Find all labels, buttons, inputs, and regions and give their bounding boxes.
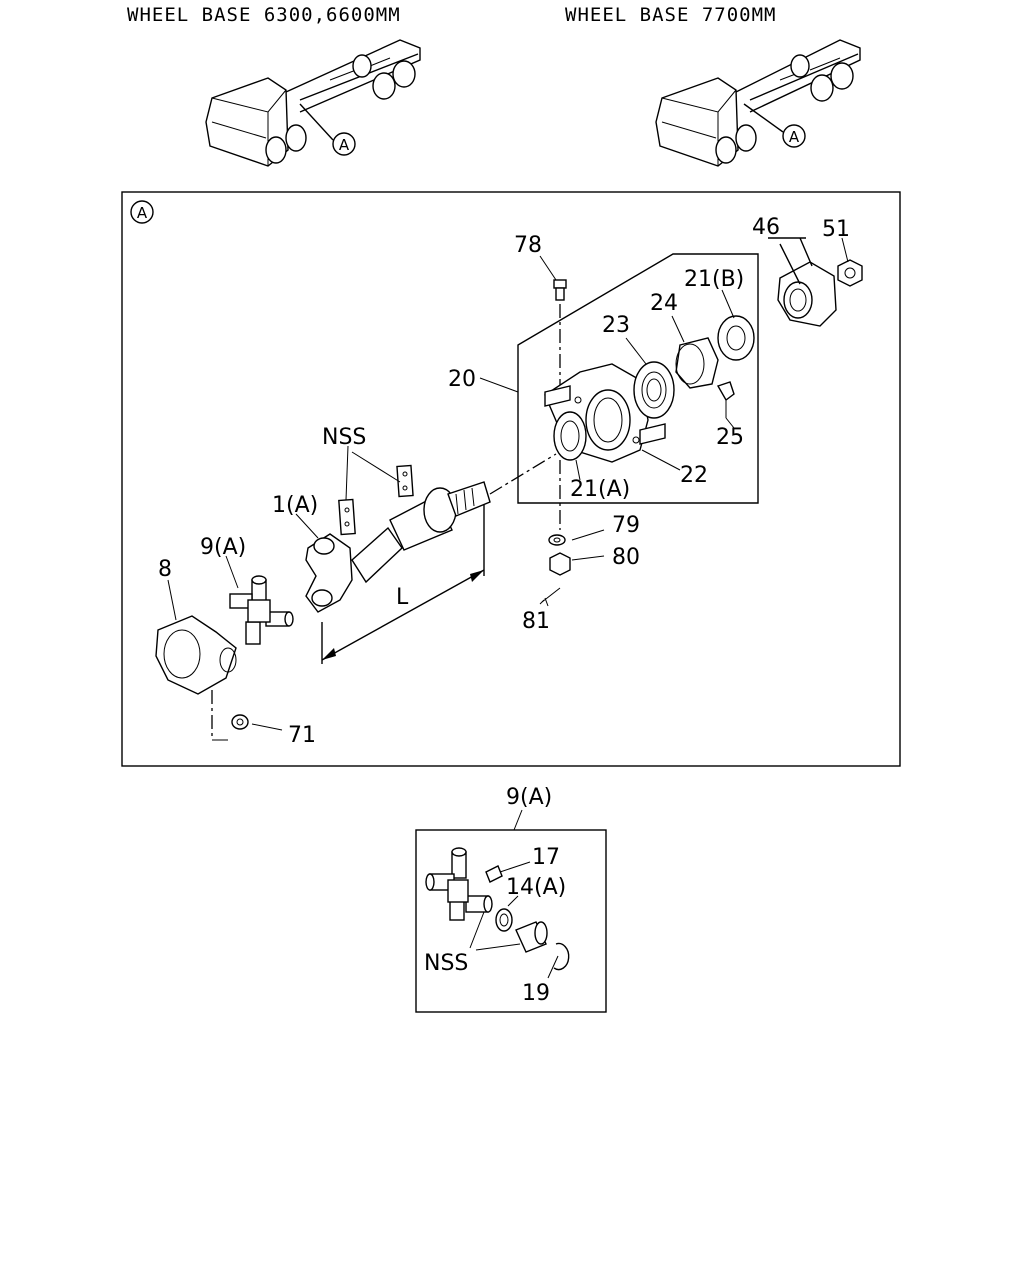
detail-panel-frame: [415, 829, 607, 1013]
label-24: 24: [650, 291, 678, 316]
label-51: 51: [822, 217, 850, 242]
label-80: 80: [612, 545, 640, 570]
label-20: 20: [448, 367, 476, 392]
label-71: 71: [288, 723, 316, 748]
detail-label-14a: 14(A): [506, 875, 566, 900]
yoke: [305, 533, 353, 613]
label-21b: 21(B): [684, 267, 744, 292]
label-81: 81: [522, 609, 550, 634]
cotter-pin-81: [541, 587, 561, 607]
detail-label-17: 17: [532, 845, 560, 870]
detail-title: 9(A): [506, 785, 552, 810]
nut-80: [549, 552, 571, 576]
seal-21b: [717, 315, 755, 361]
label-l: L: [396, 585, 409, 610]
detail-labels: 17 14(A) NSS 19: [424, 845, 566, 1006]
detail-grease-nipple-17: [485, 865, 503, 883]
seal-21a: [553, 411, 587, 461]
main-labels: 78 46 51 21(B) 24 23 20 25 NSS 22 21(A) …: [158, 215, 850, 748]
leader-lines: [167, 237, 849, 741]
washer-79: [548, 534, 566, 546]
nut-51: [837, 259, 863, 287]
label-25: 25: [716, 425, 744, 450]
bolt-78: [553, 279, 567, 400]
detail-bearing-cup: [515, 921, 548, 953]
cover-24: [675, 337, 719, 389]
label-79: 79: [612, 513, 640, 538]
label-nss: NSS: [322, 425, 366, 450]
label-23: 23: [602, 313, 630, 338]
detail-leaders: [469, 861, 559, 979]
companion-flange-46: [777, 261, 837, 327]
detail-spider: [425, 847, 493, 921]
main-panel-frame: [121, 191, 901, 767]
label-78: 78: [514, 233, 542, 258]
label-9a: 9(A): [200, 535, 246, 560]
propeller-shaft-1a: [351, 453, 557, 584]
label-22: 22: [680, 463, 708, 488]
callout-a-left: A: [339, 136, 350, 154]
nss-plates: [338, 464, 414, 536]
truck-left-icon: A: [205, 39, 421, 167]
header-right: WHEEL BASE 7700MM: [565, 4, 776, 26]
callout-a-right: A: [789, 128, 800, 146]
detail-seal-14a: [495, 908, 513, 932]
detail-snap-ring-19: [553, 942, 570, 971]
nut-71: [231, 714, 249, 730]
dimension-l: [321, 505, 485, 664]
section-letter: A: [137, 204, 148, 222]
detail-label-19: 19: [522, 981, 550, 1006]
flange-yoke-8: [155, 615, 237, 740]
truck-right-icon: A: [655, 39, 861, 167]
detail-label-nss: NSS: [424, 951, 468, 976]
header-left: WHEEL BASE 6300,6600MM: [127, 4, 401, 26]
label-1a: 1(A): [272, 493, 318, 518]
universal-joint-9a: [229, 575, 294, 645]
label-21a: 21(A): [570, 477, 630, 502]
bearing-23: [633, 361, 675, 419]
label-46: 46: [752, 215, 780, 240]
grease-nipple-25: [716, 381, 735, 418]
label-8: 8: [158, 557, 172, 582]
